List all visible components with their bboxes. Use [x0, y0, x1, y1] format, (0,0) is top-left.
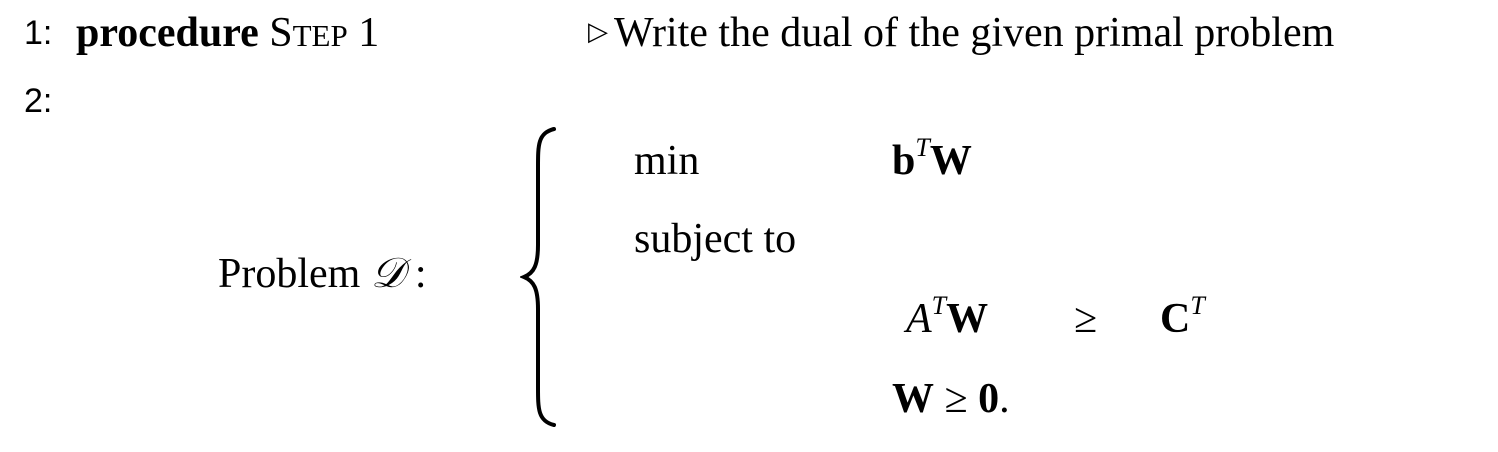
comment-text: Write the dual of the given primal probl… [614, 10, 1335, 56]
comment-triangle-icon: ▷ [588, 17, 608, 46]
constraint-1-rhs: CT [1160, 291, 1205, 342]
procedure-name: STEP 1 [269, 10, 380, 56]
problem-label: Problem 𝒟 : [218, 248, 427, 297]
line-number-1: 1: [24, 14, 53, 52]
procedure-keyword: procedure [76, 10, 259, 56]
left-brace [520, 127, 556, 427]
constraint-2: W ≥ 0. [892, 376, 1010, 422]
objective-expression: bTW [892, 133, 972, 184]
procedure-header: procedure STEP 1 [76, 12, 379, 54]
procedure-comment: ▷Write the dual of the given primal prob… [588, 12, 1334, 54]
objective-keyword: min [634, 138, 700, 184]
constraint-1-relation: ≥ [1074, 296, 1098, 342]
line-number-2: 2: [24, 82, 53, 120]
problem-symbol: 𝒟 [370, 248, 405, 297]
constraint-1-lhs: ATW [906, 291, 989, 342]
subject-to-label: subject to [634, 216, 797, 262]
